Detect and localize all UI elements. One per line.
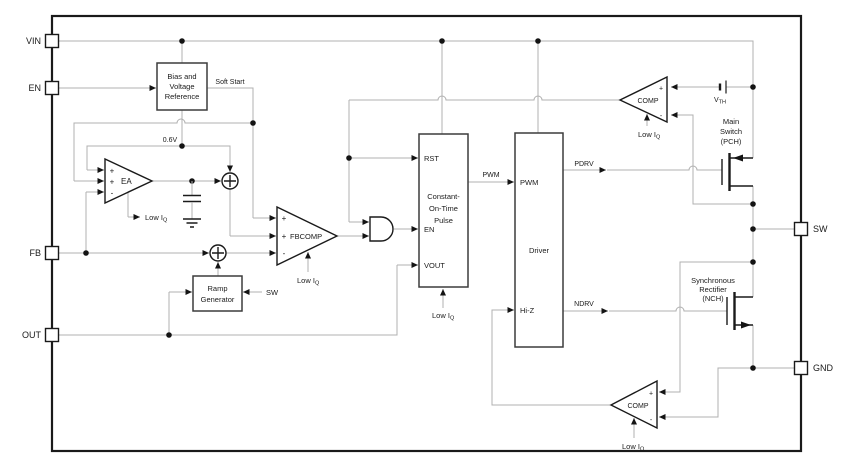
bias-label-3: Reference	[165, 92, 200, 101]
wire-sw-to-comp-minus	[671, 112, 753, 205]
zero-cross-comparator: + - COMP	[609, 379, 658, 430]
pin-sw: SW	[793, 221, 828, 237]
cot-title-2: On-Time	[429, 204, 458, 213]
driver-block: PWM Driver Hi-Z	[514, 132, 564, 348]
wire-compb-to-hiz	[491, 307, 611, 406]
pch-source-arrow	[733, 154, 743, 162]
wire-softstart-to-ea	[73, 118, 253, 181]
wire-soft-start	[207, 87, 254, 218]
lowiq-comptop-label: Low IQ	[638, 130, 661, 141]
wire-ndrv-b	[609, 306, 727, 312]
compbottom-plus: +	[649, 391, 653, 398]
compbottom-minus: -	[650, 417, 653, 424]
pin-gnd: GND	[793, 360, 834, 376]
pin-label-en: EN	[28, 83, 41, 93]
pin-box-vin	[44, 33, 60, 49]
ramp-sw-label: SW	[266, 288, 279, 297]
fbcomp-comparator: + + - FBCOMP	[276, 205, 339, 267]
pin-label-gnd: GND	[813, 363, 834, 373]
wire-pdrv-b	[607, 165, 722, 171]
wire-comp-out	[349, 95, 620, 101]
bias-label-1: Bias and	[167, 72, 196, 81]
vref-label: 0.6V	[163, 137, 178, 144]
ea-plus1: +	[110, 167, 115, 176]
error-amplifier: + + - EA	[104, 157, 154, 205]
wire-vref	[86, 145, 231, 170]
compensation-capacitor	[183, 181, 201, 228]
wire-sw-to-compb	[659, 261, 753, 395]
nch-source-arrow	[741, 321, 751, 329]
compbottom-label: COMP	[628, 403, 649, 410]
driver-pwm-label: PWM	[520, 178, 538, 187]
summing-junction-vref	[221, 172, 239, 190]
lowiq-fbcomp-label: Low IQ	[297, 276, 320, 287]
pin-label-vin: VIN	[26, 36, 41, 46]
fbcomp-minus: -	[283, 249, 286, 258]
main-switch-label-3: (PCH)	[721, 137, 742, 146]
pin-box-fb	[44, 245, 60, 261]
vth-battery: VTH	[714, 80, 727, 106]
ramp-label-1: Ramp	[207, 284, 227, 293]
comptop-plus: +	[659, 86, 663, 93]
ea-label: EA	[121, 177, 132, 186]
pin-label-out: OUT	[22, 330, 42, 340]
summing-junction-ramp	[209, 244, 227, 262]
fbcomp-plus1: +	[282, 214, 287, 223]
lowiq-compbottom-label: Low IQ	[622, 442, 645, 453]
comptop-minus: -	[660, 113, 663, 120]
cot-en-label: EN	[424, 225, 434, 234]
wire-vin-rail	[59, 40, 754, 87]
pin-en: EN	[28, 80, 60, 96]
pin-label-sw: SW	[813, 224, 828, 234]
bias-voltage-reference-block: Bias and Voltage Reference	[156, 62, 208, 111]
sync-rect-label-1: Synchronous	[691, 276, 735, 285]
pdrv-label: PDRV	[574, 161, 594, 168]
bias-label-2: Voltage	[169, 82, 194, 91]
pwm-signal-label: PWM	[482, 172, 499, 179]
fbcomp-label: FBCOMP	[290, 232, 322, 241]
pin-out: OUT	[22, 327, 60, 343]
main-switch-label-1: Main	[723, 117, 739, 126]
pin-box-gnd	[793, 360, 809, 376]
cot-vout-label: VOUT	[424, 261, 445, 270]
constant-on-time-pulse-block: RST Constant- On-Time Pulse EN VOUT	[418, 133, 469, 288]
pin-box-out	[44, 327, 60, 343]
cot-title-1: Constant-	[427, 192, 460, 201]
and-gate	[369, 216, 394, 242]
ramp-label-2: Generator	[201, 295, 235, 304]
current-limit-comparator: + - COMP	[618, 75, 668, 124]
cot-rst-label: RST	[424, 154, 439, 163]
lowiq-ea-label: Low IQ	[145, 213, 168, 224]
synchronous-rectifier-nch: Synchronous Rectifier (NCH)	[691, 276, 753, 330]
sync-rect-label-3: (NCH)	[702, 294, 724, 303]
main-switch-label-2: Switch	[720, 127, 742, 136]
main-switch-pch: Main Switch (PCH)	[720, 117, 753, 191]
ramp-generator-block: Ramp Generator	[192, 275, 243, 312]
ea-minus: -	[111, 189, 114, 198]
wiring	[59, 40, 794, 438]
driver-hiz-label: Hi-Z	[520, 306, 535, 315]
comptop-label: COMP	[638, 98, 659, 105]
ndrv-label: NDRV	[574, 301, 594, 308]
lowiq-cot-label: Low IQ	[432, 311, 455, 322]
fbcomp-plus2: +	[282, 232, 287, 241]
ground-symbol	[183, 218, 201, 228]
pin-label-fb: FB	[29, 248, 41, 258]
vth-label: VTH	[714, 97, 726, 106]
soft-start-label: Soft Start	[215, 79, 244, 86]
pin-box-sw	[793, 221, 809, 237]
sync-rect-label-2: Rectifier	[699, 285, 727, 294]
wire-gnd-to-compb	[659, 367, 794, 420]
cot-title-3: Pulse	[434, 216, 453, 225]
pin-vin: VIN	[26, 33, 60, 49]
driver-title: Driver	[529, 246, 550, 255]
ea-plus2: +	[110, 178, 115, 187]
pin-box-en	[44, 80, 60, 96]
pin-fb: FB	[29, 245, 60, 261]
